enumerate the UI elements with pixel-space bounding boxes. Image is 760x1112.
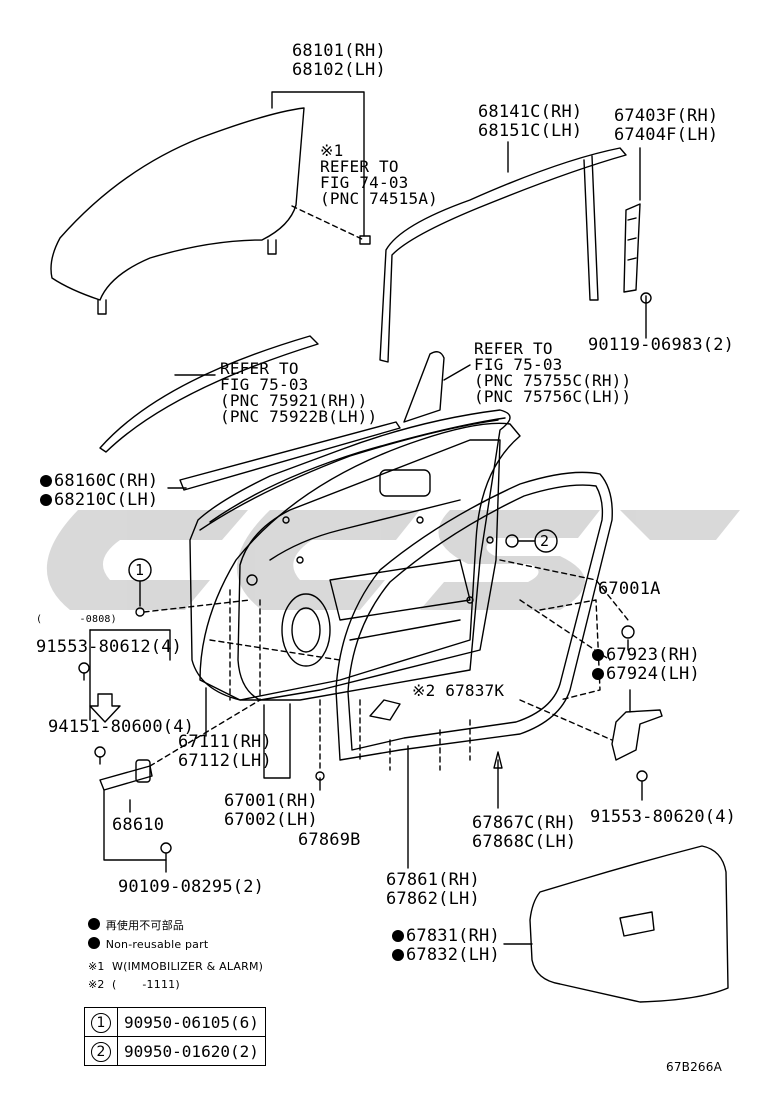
- belt-weatherstrip: [179, 421, 401, 491]
- door-inner-panel: [237, 439, 501, 701]
- callout-67869: 67869B: [298, 830, 361, 850]
- refer-pnc: (PNC 75921(RH)): [220, 391, 368, 410]
- table-cell-mark: 2: [84, 1036, 118, 1066]
- callout-91553-b: 91553-80620(4): [590, 807, 737, 827]
- callout-67403: 67403F(RH): [614, 106, 719, 126]
- legend-nonreuse-jp-text: 再使用不可部品: [105, 919, 185, 932]
- callout-67832-text: 67832(LH): [406, 945, 500, 965]
- refer-pnc: (PNC 74515A): [320, 189, 438, 208]
- non-reusable-dot-icon: [40, 494, 52, 506]
- callout-67001: 67001(RH): [224, 791, 318, 811]
- non-reusable-dot-icon: [88, 937, 100, 949]
- callout-68210: 68210C(LH): [40, 491, 158, 509]
- callout-67923: 67923(RH): [592, 646, 700, 664]
- refer-text: REFER TO: [220, 359, 299, 378]
- belt-moulding: [99, 335, 319, 453]
- refer-pnc: (PNC 75922B(LH)): [220, 407, 378, 426]
- callout-67861: 67861(RH): [386, 870, 480, 890]
- callout-68141: 68141C(RH): [478, 102, 583, 122]
- table-cell-part: 90950-06105(6): [117, 1007, 266, 1037]
- door-hinge: [611, 709, 663, 761]
- circle-1-icon: 1: [91, 1012, 111, 1033]
- callout-67837: ※2 67837K: [412, 681, 505, 700]
- callout-68210-text: 68210C(LH): [54, 490, 159, 510]
- division-bar-weatherstrip: [623, 203, 641, 293]
- callout-67924: 67924(LH): [592, 665, 700, 683]
- callout-67404: 67404F(LH): [614, 125, 719, 145]
- table-cell-part: 90950-01620(2): [117, 1036, 266, 1066]
- callout-68160: 68160C(RH): [40, 472, 158, 490]
- circle-1-label: 1: [135, 561, 145, 579]
- note-2: ※2 ( -1111): [88, 978, 180, 991]
- callout-90119: 90119-06983(2): [588, 335, 735, 355]
- table-cell-mark: 1: [84, 1007, 118, 1037]
- refer-text: REFER TO: [320, 157, 399, 176]
- legend-nonreuse-jp: 再使用不可部品: [88, 918, 184, 933]
- non-reusable-dot-icon: [392, 949, 404, 961]
- callout-67924-text: 67924(LH): [606, 664, 700, 684]
- table-row: 1 90950-06105(6): [84, 1007, 266, 1037]
- callout-68160-text: 68160C(RH): [54, 471, 159, 491]
- pad: [369, 699, 401, 721]
- callout-67868: 67868C(LH): [472, 832, 577, 852]
- refer-fig: FIG 75-03: [474, 355, 563, 374]
- callout-68101: 68101(RH): [292, 41, 386, 61]
- watermark-logo: [46, 510, 740, 610]
- callout-67867: 67867C(RH): [472, 813, 577, 833]
- circle-2-icon: 2: [91, 1041, 111, 1062]
- table-row: 2 90950-01620(2): [84, 1036, 266, 1066]
- callout-91553-a: 91553-80612(4): [36, 637, 183, 657]
- callout-67923-text: 67923(RH): [606, 645, 700, 665]
- note-mark-1: ※1: [320, 141, 344, 160]
- corner-cover: [403, 351, 445, 423]
- refer-pnc: (PNC 75755C(RH)): [474, 371, 632, 390]
- refer-pnc: (PNC 75756C(LH)): [474, 387, 632, 406]
- opening-weatherstrip: [335, 471, 613, 761]
- callout-67831-text: 67831(RH): [406, 926, 500, 946]
- refer-fig: FIG 75-03: [220, 375, 309, 394]
- date-range: ( -0808): [36, 614, 117, 625]
- callout-68151: 68151C(LH): [478, 121, 583, 141]
- parts-legend-table: 1 90950-06105(6) 2 90950-01620(2): [84, 1007, 266, 1066]
- non-reusable-dot-icon: [592, 649, 604, 661]
- callout-67862: 67862(LH): [386, 889, 480, 909]
- callout-67001A: 67001A: [598, 579, 661, 599]
- door-glass: [50, 107, 305, 301]
- door-outer-panel: [189, 409, 511, 701]
- non-reusable-dot-icon: [88, 918, 100, 930]
- callout-67112: 67112(LH): [178, 751, 272, 771]
- arrow-indicator: [89, 693, 121, 723]
- door-check: [99, 765, 153, 791]
- note-1: ※1 W(IMMOBILIZER & ALARM): [88, 960, 264, 973]
- non-reusable-dot-icon: [392, 930, 404, 942]
- door-trim-panel: [529, 845, 729, 1003]
- non-reusable-dot-icon: [592, 668, 604, 680]
- callout-67832: 67832(LH): [392, 946, 500, 964]
- non-reusable-dot-icon: [40, 475, 52, 487]
- glass-run-channel: [379, 147, 627, 363]
- callout-68610: 68610: [112, 815, 165, 835]
- legend-nonreuse-en-text: Non-reusable part: [105, 938, 209, 951]
- legend-nonreuse-en: Non-reusable part: [88, 937, 208, 952]
- callout-67831: 67831(RH): [392, 927, 500, 945]
- callout-90109: 90109-08295(2): [118, 877, 265, 897]
- callout-68102: 68102(LH): [292, 60, 386, 80]
- refer-text: REFER TO: [474, 339, 553, 358]
- callout-67111: 67111(RH): [178, 732, 272, 752]
- circle-2-label: 2: [540, 532, 550, 550]
- figure-code: 67B266A: [666, 1060, 723, 1074]
- callout-67002: 67002(LH): [224, 810, 318, 830]
- callout-94151: 94151-80600(4): [48, 717, 195, 737]
- refer-fig: FIG 74-03: [320, 173, 409, 192]
- door-weatherstrip: [199, 422, 521, 701]
